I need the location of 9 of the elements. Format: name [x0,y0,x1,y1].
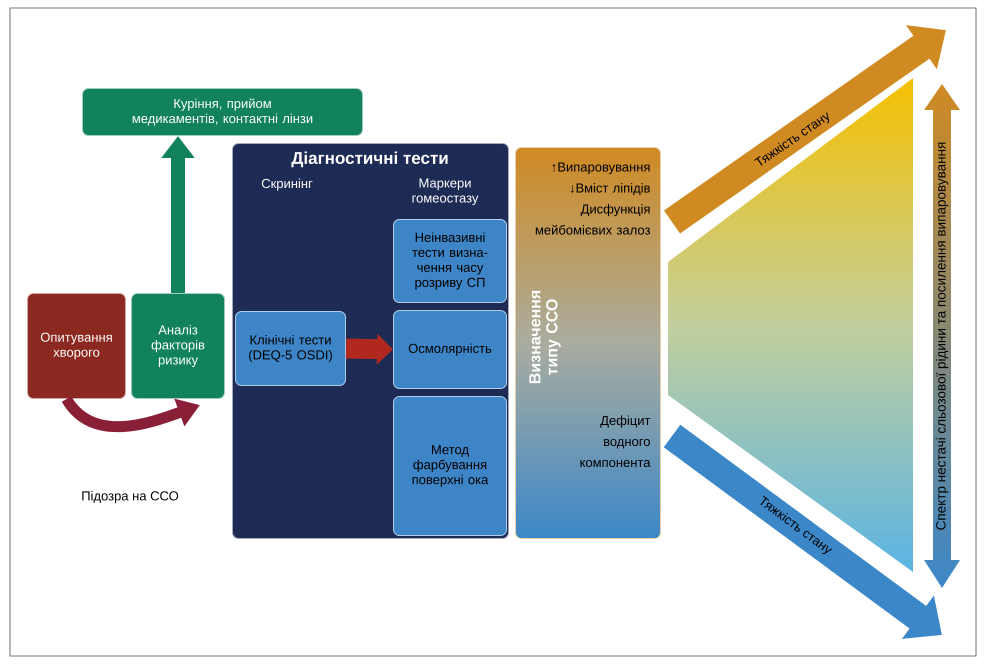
test-box: Метод фарбування поверхні ока [393,396,507,536]
process-box: Опитування хворого [27,293,126,399]
test-box: Клінічні тести (DEQ-5 OSDI) [235,311,346,386]
test-box: Осмолярність [393,310,507,389]
process-box: Аналіз факторів ризику [131,293,225,399]
edge-label: Підозра на ССО [82,490,178,504]
test-box: Неінвазивні тести визна- чення часу розриву СП [393,219,507,303]
type-panel: ↑Випаровування ↓Вміст ліпідів Дисфункція мейбомієвих залоз Дефіцит водного компонента Визначення типу ССО [515,147,661,539]
arrow-label: Спектр нестачі сльозової рідини та посилення випаровування [936,142,948,530]
